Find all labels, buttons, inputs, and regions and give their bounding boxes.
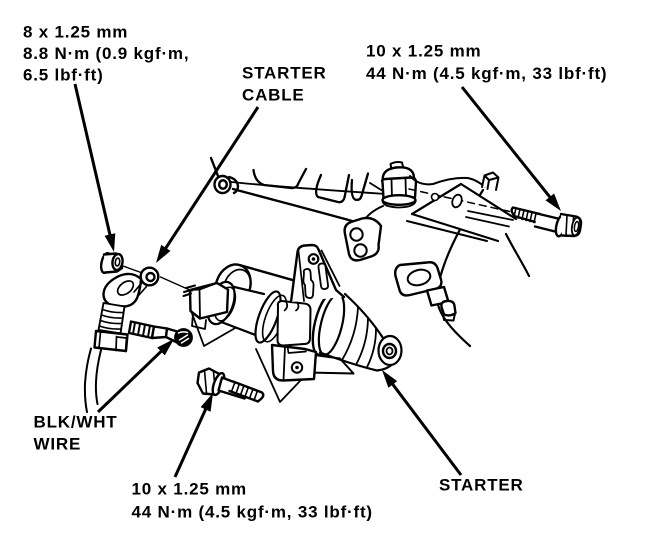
svg-text:44 N·m (4.5 kgf·m, 33 lbf·ft): 44 N·m (4.5 kgf·m, 33 lbf·ft) (132, 503, 373, 522)
svg-text:6.5 lbf·ft): 6.5 lbf·ft) (23, 66, 104, 85)
svg-text:8 x 1.25 mm: 8 x 1.25 mm (23, 23, 128, 42)
svg-text:BLK/WHT: BLK/WHT (34, 413, 118, 432)
svg-text:8.8 N·m (0.9 kgf·m,: 8.8 N·m (0.9 kgf·m, (23, 44, 189, 63)
svg-text:10 x 1.25 mm: 10 x 1.25 mm (366, 42, 481, 61)
svg-text:STARTER: STARTER (242, 63, 327, 82)
svg-text:44 N·m (4.5 kgf·m, 33 lbf·ft): 44 N·m (4.5 kgf·m, 33 lbf·ft) (366, 64, 607, 83)
svg-text:10 x 1.25 mm: 10 x 1.25 mm (132, 480, 247, 499)
svg-text:WIRE: WIRE (34, 435, 82, 454)
svg-text:STARTER: STARTER (439, 476, 524, 495)
svg-text:CABLE: CABLE (242, 85, 305, 104)
